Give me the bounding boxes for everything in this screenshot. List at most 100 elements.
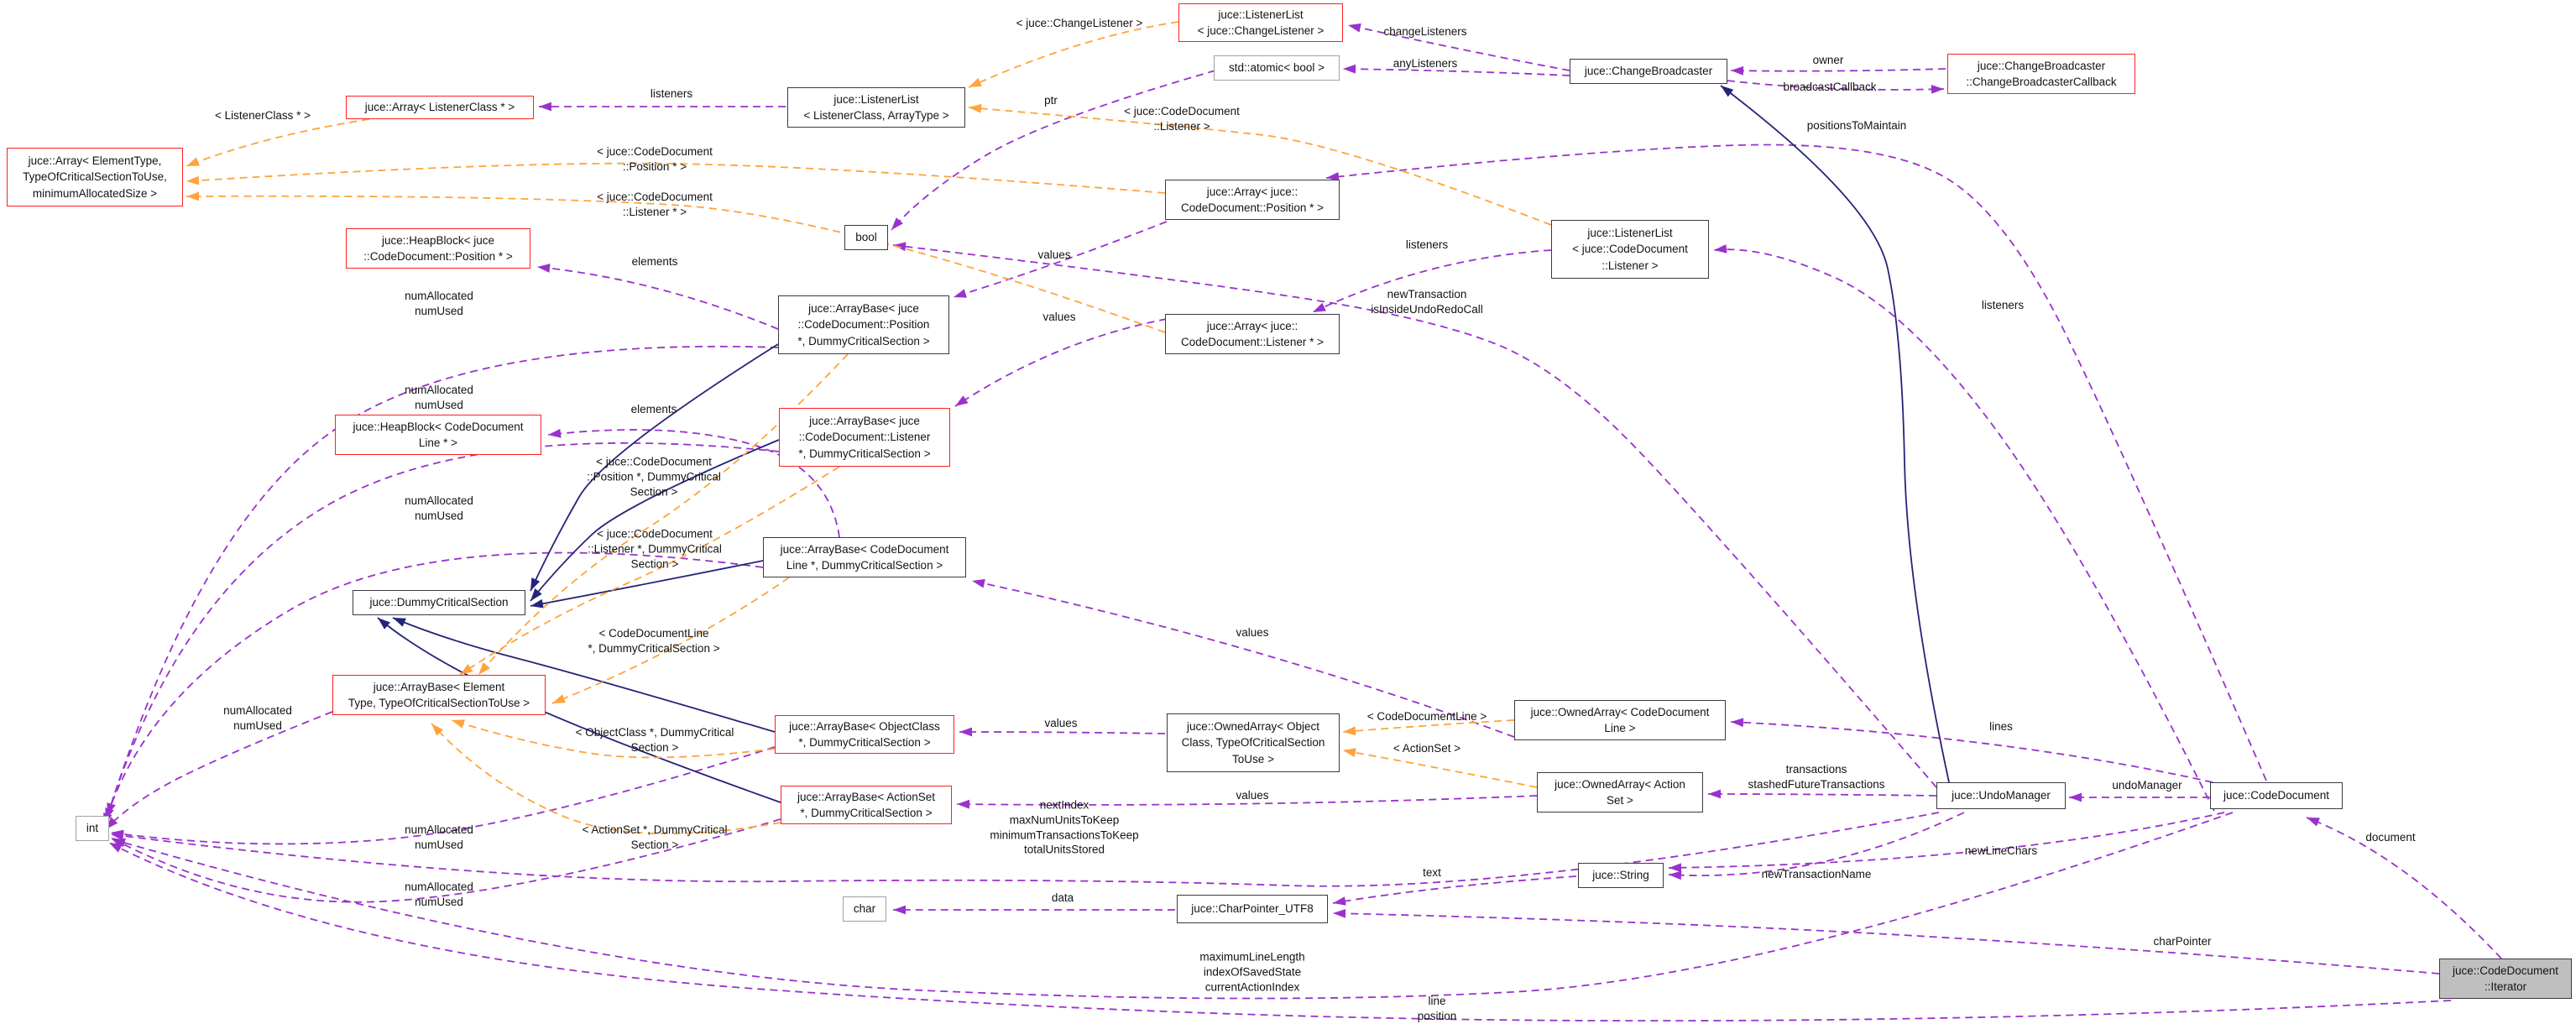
edge-label-elements: elements [631, 402, 677, 417]
edge-label-juce-codedocument: < juce::CodeDocument::Listener > [1124, 104, 1240, 134]
node-label-line: ::Iterator [2484, 980, 2527, 993]
node-changebroadcaster[interactable]: juce::ChangeBroadcaster [1570, 59, 1727, 84]
edge-label-line: listeners [1405, 238, 1449, 252]
node-label-line: CodeDocument::Position * > [1181, 201, 1324, 214]
node-array-listener[interactable]: juce::Array< juce::CodeDocument::Listene… [1165, 314, 1340, 354]
edge-label-values: values [1044, 716, 1077, 731]
usage-edge-listeners [539, 102, 786, 112]
edge-label-line: text [1423, 866, 1441, 880]
edge-label-newtransactionname: newTransactionName [1762, 867, 1872, 882]
node-listenerlist-changelistener[interactable]: juce::ListenerList< juce::ChangeListener… [1178, 3, 1343, 42]
template-edge-actionset [1342, 748, 1538, 788]
edge-label-line: numUsed [415, 399, 463, 411]
node-label-line: Type, TypeOfCriticalSectionToUse > [347, 697, 530, 709]
usage-edge-line [108, 842, 2452, 1022]
node-label-line: < juce::ChangeListener > [1197, 24, 1325, 37]
node-arraybase-actionset[interactable]: juce::ArrayBase< ActionSet*, DummyCritic… [781, 786, 952, 824]
node-dummycriticalsection[interactable]: juce::DummyCriticalSection [353, 590, 525, 615]
edge-label-line: < juce::CodeDocument [597, 191, 713, 204]
edge-label-line: ::Listener * > [622, 206, 687, 218]
node-label-line: ::CodeDocument::Position [797, 318, 930, 332]
edge-label-anylisteners: anyListeners [1393, 56, 1458, 71]
edge-label-line: newLineChars [1964, 844, 2038, 858]
node-array-position[interactable]: juce::Array< juce::CodeDocument::Positio… [1165, 180, 1340, 220]
edge-label-line: charPointer [2153, 935, 2212, 948]
edge-label-codedocumentline: < CodeDocumentLine*, DummyCriticalSectio… [588, 626, 719, 656]
node-label-line: juce::CodeDocument [2223, 789, 2330, 802]
edge-label-line: < juce::CodeDocument [1124, 105, 1240, 118]
node-label-line: ::CodeDocument::Position * > [363, 250, 513, 263]
inheritance-edge [530, 560, 764, 609]
node-undomanager[interactable]: juce::UndoManager [1936, 782, 2066, 809]
node-label-line: juce::UndoManager [1952, 789, 2051, 802]
usage-edge-ptr [891, 70, 1216, 231]
node-label-line: Line * > [418, 436, 458, 449]
node-label-line: < juce::CodeDocument [1572, 243, 1688, 256]
edge-label-line: *, DummyCriticalSection > [588, 642, 720, 655]
node-arraybase-listener[interactable]: juce::ArrayBase< juce::CodeDocument::Lis… [779, 408, 950, 467]
node-std-atomic-bool: std::atomic< bool > [1214, 55, 1340, 81]
node-label-line: char [853, 902, 876, 916]
edge-label-line: document [2365, 831, 2416, 844]
edge-label-line: changeListeners [1383, 25, 1467, 39]
edge-label-line: line [1428, 995, 1446, 1008]
template-edge-juce-codedocument [968, 103, 1552, 226]
edge-label-line: currentActionIndex [1204, 980, 1300, 993]
edge-label-line: < ObjectClass *, DummyCritical [575, 726, 734, 739]
edge-label-line: numUsed [415, 509, 463, 522]
node-arraybase-position[interactable]: juce::ArrayBase< juce::CodeDocument::Pos… [778, 295, 949, 354]
node-label-line: *, DummyCriticalSection > [798, 447, 931, 460]
usage-edge-listeners [1713, 244, 2215, 812]
edge-label-line: lines [1989, 720, 2013, 734]
node-label-line: Line > [1604, 722, 1636, 734]
inheritance-edge [1720, 85, 1950, 783]
edge-label-line: indexOfSavedState [1203, 965, 1302, 979]
node-label-line: juce::ArrayBase< Element [373, 680, 505, 693]
edge-label-values: values [1037, 248, 1070, 263]
edge-label-broadcastcallback: broadcastCallback [1783, 80, 1876, 95]
edge-label-positionstomaintain: positionsToMaintain [1807, 118, 1907, 133]
edge-label-line: undoManager [2112, 779, 2182, 792]
edge-label-line: stashedFutureTransactions [1748, 778, 1885, 791]
usage-edge-undomanager [2069, 792, 2210, 802]
edge-label-line: Section > [630, 741, 679, 754]
node-label-line: juce::ArrayBase< ActionSet [797, 790, 935, 803]
node-string[interactable]: juce::String [1578, 863, 1664, 888]
node-listenerlist-generic[interactable]: juce::ListenerList< ListenerClass, Array… [787, 87, 965, 128]
edge-label-line: values [1037, 248, 1071, 262]
usage-edge-owner [1730, 65, 1946, 76]
node-changebroadcaster-callback[interactable]: juce::ChangeBroadcaster::ChangeBroadcast… [1947, 54, 2135, 94]
usage-edge-nextindex [110, 812, 1940, 887]
edge-label-values: values [1042, 310, 1075, 325]
edge-label-line: numAllocated [405, 290, 473, 303]
edge-label-line: < juce::CodeDocument [596, 455, 712, 468]
usage-edge-values [959, 727, 1166, 737]
node-charpointer-utf8[interactable]: juce::CharPointer_UTF8 [1177, 895, 1328, 923]
node-arraybase-objectclass[interactable]: juce::ArrayBase< ObjectClass*, DummyCrit… [775, 715, 954, 754]
node-label-line: CodeDocument::Listener * > [1181, 336, 1324, 348]
usage-edge-text [1332, 875, 1577, 906]
node-heapblock-position[interactable]: juce::HeapBlock< juce::CodeDocument::Pos… [346, 228, 530, 269]
edge-label-juce-changelistener: < juce::ChangeListener > [1016, 16, 1143, 31]
usage-edge-listeners [1312, 249, 1552, 313]
edge-label-text: text [1423, 865, 1441, 880]
edge-label-line: newTransactionName [1761, 868, 1872, 881]
node-listenerlist-codedocument-listener[interactable]: juce::ListenerList< juce::CodeDocument::… [1551, 220, 1709, 279]
node-label-line: juce::DummyCriticalSection [369, 596, 509, 609]
node-label-line: ToUse > [1232, 752, 1274, 765]
node-array-listenerclass[interactable]: juce::Array< ListenerClass * > [346, 96, 534, 119]
edge-label-juce-codedocument: < juce::CodeDocument::Position *, DummyC… [587, 454, 721, 499]
node-codedocument[interactable]: juce::CodeDocument [2210, 782, 2343, 809]
node-array-generic[interactable]: juce::Array< ElementType,TypeOfCriticalS… [7, 148, 183, 206]
node-label-line: juce::Array< juce:: [1206, 185, 1298, 198]
